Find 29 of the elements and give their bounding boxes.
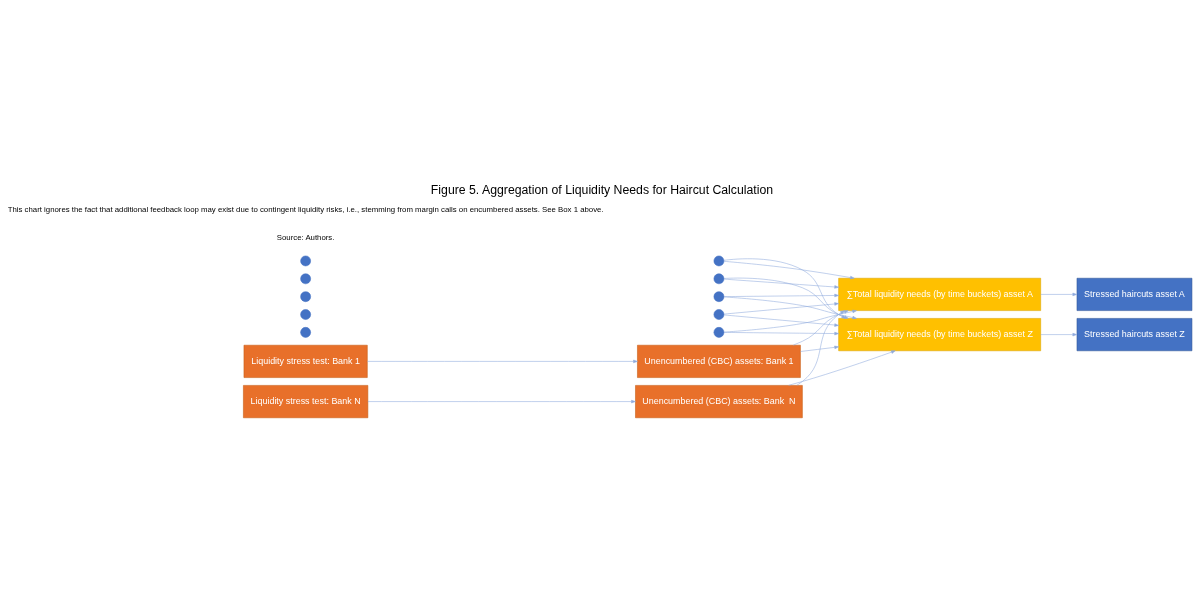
diagram-title: Figure 5. Aggregation of Liquidity Needs for Haircut Calculation bbox=[430, 182, 774, 197]
node-circle bbox=[300, 308, 311, 320]
arrow bbox=[723, 278, 839, 289]
node-circle bbox=[300, 273, 311, 284]
arrow bbox=[723, 331, 839, 335]
arrow bbox=[723, 260, 855, 279]
arrow bbox=[367, 359, 638, 363]
node-circle bbox=[713, 290, 725, 302]
node-circle bbox=[713, 273, 725, 284]
arrow bbox=[723, 301, 839, 314]
node-circle bbox=[300, 290, 311, 302]
node-circle bbox=[300, 255, 311, 266]
node-circle bbox=[713, 326, 725, 338]
node-circle bbox=[713, 255, 725, 266]
node-box: Unencumbered (CBC) assets: Bank N bbox=[635, 384, 803, 418]
node-circle bbox=[300, 326, 311, 338]
node-circle bbox=[713, 308, 725, 320]
arrow bbox=[723, 314, 839, 327]
arrow bbox=[800, 345, 839, 352]
node-box: Liquidity stress test: Bank 1 bbox=[243, 344, 368, 378]
node-box: Liquidity stress test: Bank N bbox=[243, 384, 369, 418]
arrow bbox=[367, 399, 636, 403]
node-box: Stressed haircuts asset A bbox=[1076, 277, 1193, 311]
arrow bbox=[723, 309, 857, 332]
arrow bbox=[1040, 332, 1077, 336]
node-box: Unencumbered (CBC) assets: Bank 1 bbox=[637, 344, 801, 378]
arrow bbox=[788, 350, 896, 386]
node-box: Stressed haircuts asset Z bbox=[1076, 317, 1193, 351]
arrow bbox=[1040, 292, 1077, 296]
